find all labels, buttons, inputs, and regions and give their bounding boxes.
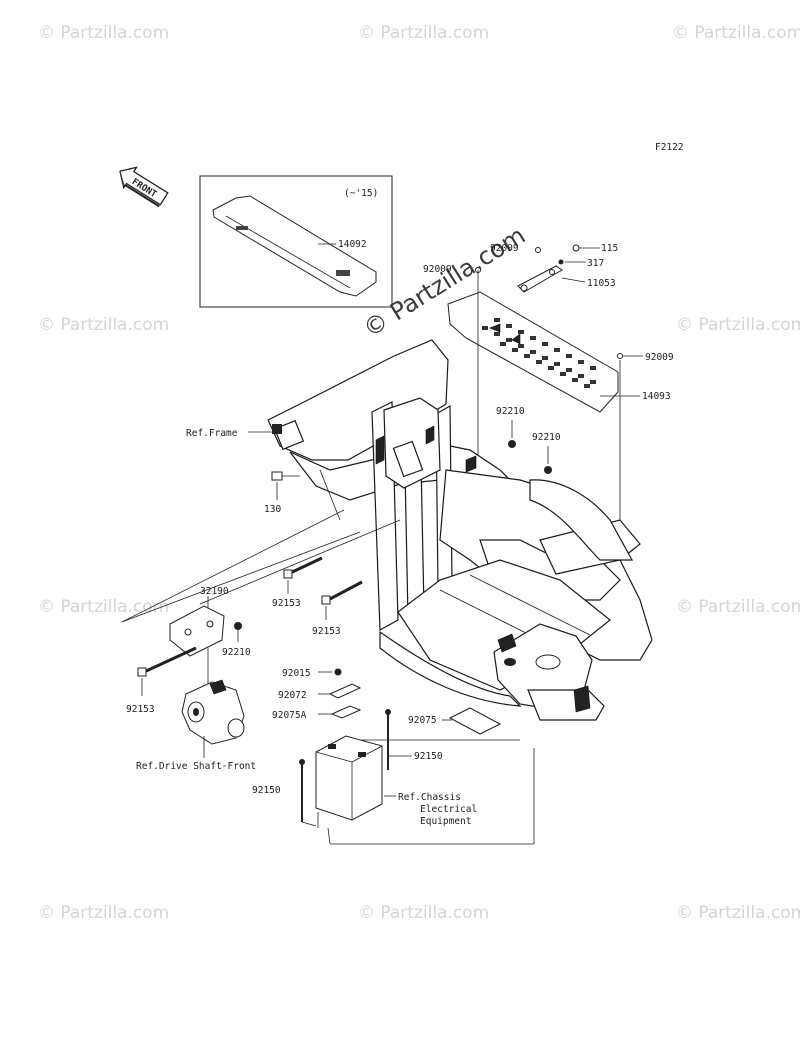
battery-icon (315, 735, 383, 821)
ref-drive-shaft-label: Ref.Drive Shaft-Front (136, 761, 256, 772)
bolt-92153-c-icon: 92153 (312, 580, 363, 637)
ref-chassis-label-2: Electrical (420, 804, 477, 815)
ref-chassis-label-3: Equipment (420, 816, 471, 827)
tread-pattern (482, 318, 596, 388)
front-differential: Ref.Drive Shaft-Front (136, 648, 256, 772)
skid-plate-14092 (212, 195, 377, 297)
callout-14093: 14093 (642, 391, 671, 402)
callout-92009-a: 92009 (490, 243, 519, 254)
callout-130: 130 (264, 504, 281, 515)
footrest-plate-14093: 14093 (447, 291, 671, 413)
watermark: © Partzilla.com (38, 315, 169, 335)
watermark: © Partzilla.com (38, 903, 169, 923)
nut-92015-icon: 92015 (282, 668, 342, 679)
nut-92210-c-icon: 92210 (222, 622, 251, 658)
callout-92075A: 92075A (272, 710, 307, 721)
battery-mat-92075: 92075 (340, 707, 520, 741)
callout-115: 115 (601, 243, 618, 254)
inset-note: (~'15) (344, 188, 378, 199)
watermark: © Partzilla.com (676, 315, 800, 335)
callout-92072: 92072 (278, 690, 307, 701)
callout-92150-b: 92150 (252, 785, 281, 796)
callout-92009-b: 92009 (423, 264, 452, 275)
watermark: © Partzilla.com (676, 597, 800, 617)
ref-frame-label: Ref.Frame (186, 428, 238, 439)
callout-11053: 11053 (587, 278, 616, 289)
callout-14092: 14092 (338, 239, 367, 250)
front-arrow-icon: FRONT (119, 166, 169, 208)
callout-92210-c: 92210 (222, 647, 251, 658)
watermark: © Partzilla.com (672, 23, 800, 43)
figure-code: F2122 (655, 142, 684, 153)
bolt-130-icon: 130 (264, 471, 300, 515)
callout-92015: 92015 (282, 668, 311, 679)
callout-92150-a: 92150 (414, 751, 443, 762)
washer-317-icon: 317 (558, 258, 604, 269)
inset-box: (~'15) 14092 (199, 175, 393, 308)
pad-92075A: 92075A (272, 705, 362, 721)
watermark-layer: © Partzilla.com © Partzilla.com © Partzi… (38, 23, 800, 923)
watermark: © Partzilla.com (358, 23, 489, 43)
bolt-92153-a-icon: 92153 (126, 646, 197, 715)
ref-frame-callout: Ref.Frame (186, 428, 276, 439)
rod-92150-a: 92150 (385, 709, 443, 770)
ref-chassis-label-1: Ref.Chassis (398, 792, 461, 803)
callout-317: 317 (587, 258, 604, 269)
callout-92210-b: 92210 (532, 432, 561, 443)
callout-92009-c: 92009 (645, 352, 674, 363)
callout-92153-c: 92153 (312, 626, 341, 637)
callout-92153-b: 92153 (272, 598, 301, 609)
callout-92210-a: 92210 (496, 406, 525, 417)
battery-strap-92072: 92072 (278, 683, 362, 701)
watermark: © Partzilla.com (676, 903, 800, 923)
callout-92153-a: 92153 (126, 704, 155, 715)
watermark: © Partzilla.com (38, 23, 169, 43)
bracket-11053: 11053 (517, 265, 616, 293)
callout-92075: 92075 (408, 715, 437, 726)
bolt-92153-b-icon: 92153 (272, 556, 323, 609)
chassis-frame (267, 339, 653, 721)
bracket-32190: 32190 (121, 509, 401, 657)
callout-32190: 32190 (200, 586, 229, 597)
watermark: © Partzilla.com (38, 597, 169, 617)
vent-grille-icon (236, 226, 350, 276)
watermark: © Partzilla.com (358, 903, 489, 923)
nut-92210-b-icon: 92210 (532, 432, 561, 474)
rod-92150-b: 92150 (252, 759, 317, 827)
nut-92210-a-icon: 92210 (496, 406, 525, 448)
screw-92009-c-icon: 92009 (617, 352, 674, 548)
battery-leaders (317, 748, 535, 845)
bolt-115-icon: 115 (572, 243, 618, 254)
screw-92009-a-icon: 92009 (490, 243, 541, 254)
